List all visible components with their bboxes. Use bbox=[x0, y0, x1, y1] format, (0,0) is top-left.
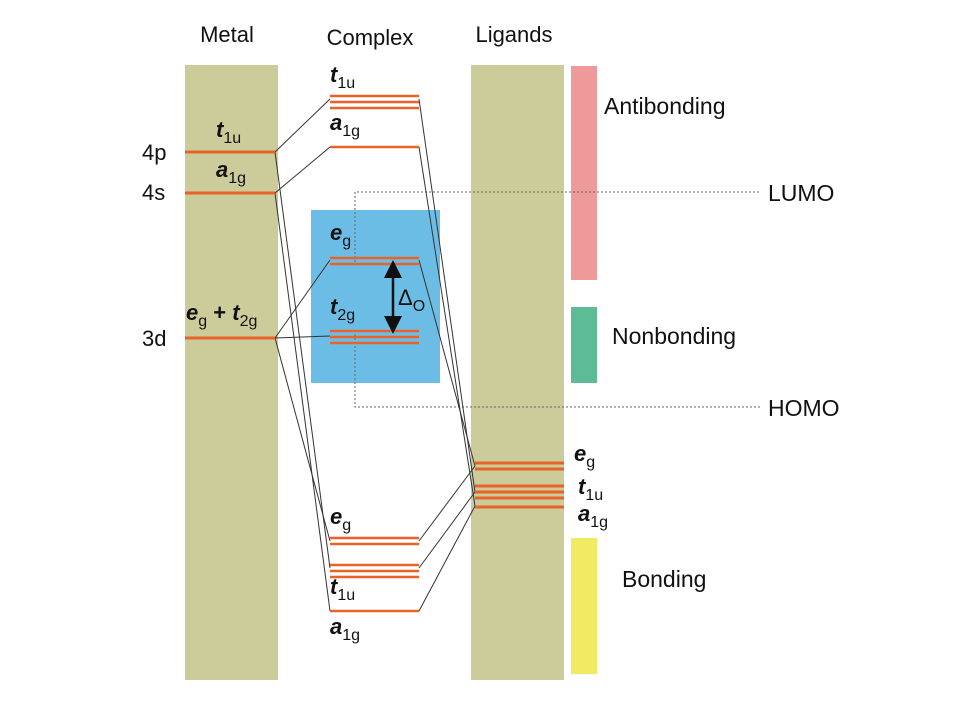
metal-3d-label: 3d bbox=[142, 326, 166, 351]
metal-correlation-lines bbox=[274, 98, 331, 612]
complex-t1u-bottom-label: t1u bbox=[330, 574, 355, 604]
delta-o-arrow bbox=[384, 260, 402, 334]
complex-t1u-top-label: t1u bbox=[330, 62, 355, 92]
metal-eg-t2g-label: eg + t2g bbox=[186, 300, 257, 330]
nonbonding-label: Nonbonding bbox=[612, 323, 736, 349]
ligands-column bbox=[471, 65, 564, 680]
ligand-correlation-lines bbox=[418, 98, 476, 612]
ligand-eg-label: eg bbox=[574, 441, 595, 471]
delta-o-label: ΔO bbox=[398, 285, 425, 315]
ligand-a1g-label: a1g bbox=[578, 501, 608, 531]
splitting-highlight-box bbox=[311, 210, 440, 383]
ligand-t1u-label: t1u bbox=[578, 474, 603, 504]
complex-energy-levels bbox=[330, 94, 419, 613]
metal-energy-levels bbox=[185, 150, 275, 340]
nonbonding-bar bbox=[571, 307, 597, 383]
lumo-dotted-line bbox=[354, 191, 760, 262]
complex-a1g-top-label: a1g bbox=[330, 110, 360, 140]
metal-column bbox=[185, 65, 278, 680]
metal-a1g-label: a1g bbox=[216, 157, 246, 187]
lumo-label: LUMO bbox=[768, 180, 834, 206]
bonding-bar bbox=[571, 538, 597, 674]
antibonding-label: Antibonding bbox=[604, 93, 726, 119]
metal-t1u-label: t1u bbox=[216, 117, 241, 147]
ligand-energy-levels bbox=[475, 461, 564, 509]
antibonding-bar bbox=[571, 66, 597, 280]
complex-a1g-bottom-label: a1g bbox=[330, 614, 360, 644]
header-ligands: Ligands bbox=[475, 22, 552, 47]
homo-dotted-line bbox=[354, 330, 760, 408]
homo-label: HOMO bbox=[768, 395, 840, 421]
bonding-label: Bonding bbox=[622, 566, 706, 592]
complex-t2g-label: t2g bbox=[330, 294, 355, 324]
metal-4s-label: 4s bbox=[142, 180, 165, 205]
metal-4p-label: 4p bbox=[142, 140, 166, 165]
header-complex: Complex bbox=[327, 25, 414, 50]
complex-eg-bottom-label: eg bbox=[330, 504, 351, 534]
complex-eg-top-label: eg bbox=[330, 220, 351, 250]
header-metal: Metal bbox=[200, 22, 254, 47]
